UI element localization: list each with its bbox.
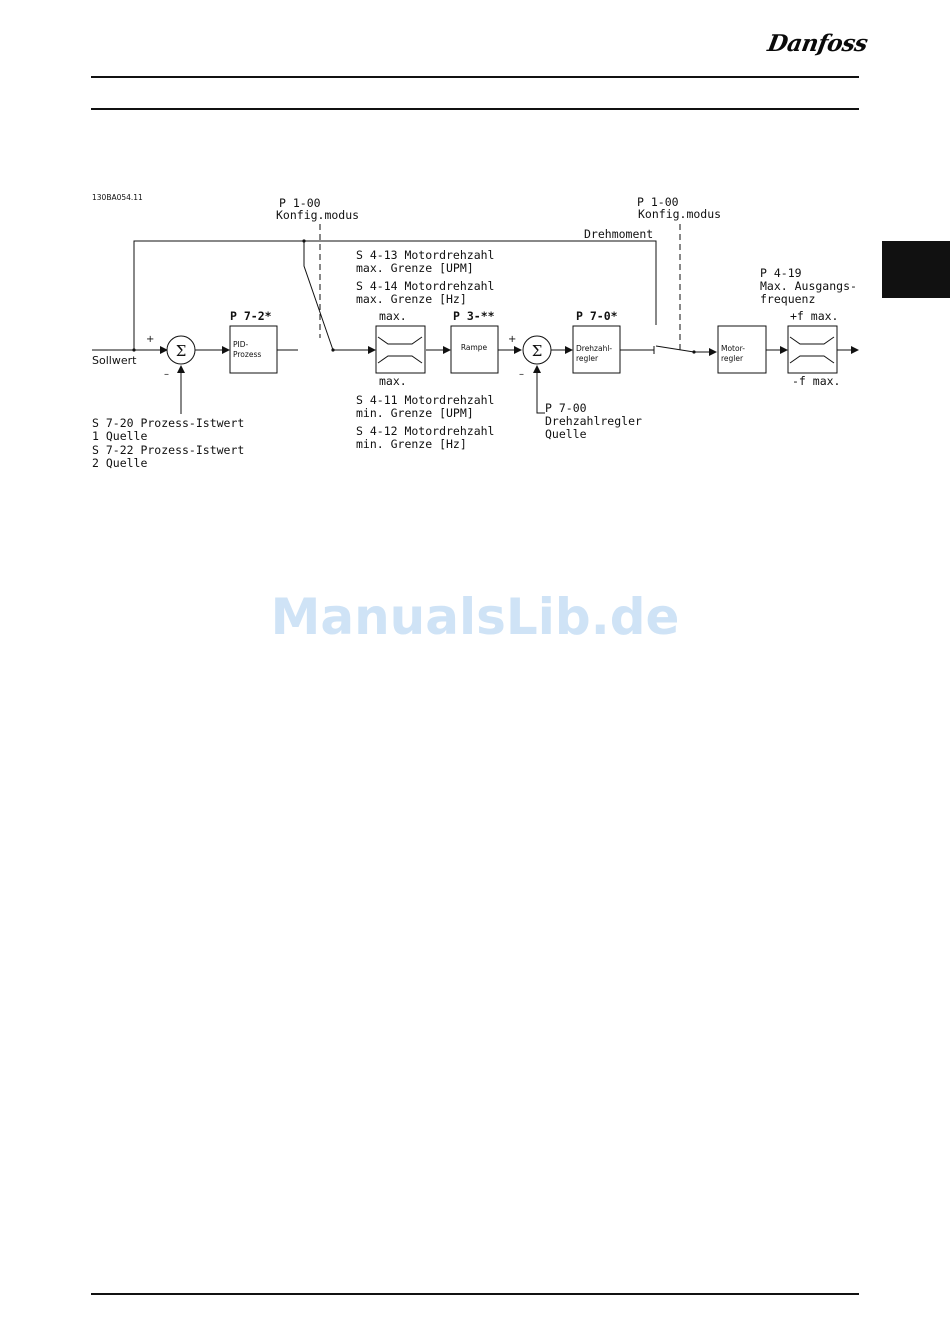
freq-max-top: +f max. [790,309,838,323]
header-rule-bottom [91,108,859,110]
ramp-block: Rampe P 3-** [450,309,499,374]
svg-text:P 1-00: P 1-00 [279,196,321,210]
plus-sign-1: + [146,334,154,345]
minus-sign-1: – [164,369,169,380]
svg-text:frequenz: frequenz [760,292,815,306]
frequency-limit-block: +f max. -f max. [787,309,840,388]
max-limit-params: S 4-13 Motordrehzahl max. Grenze [UPM] S… [356,248,494,306]
speed-ctrl-param: P 7-0* [576,309,618,323]
svg-text:Konfig.modus: Konfig.modus [638,207,721,221]
svg-text:Prozess: Prozess [233,350,261,359]
process-feedback-params: S 7-20 Prozess-Istwert 1 Quelle S 7-22 P… [92,416,244,470]
freq-max-bottom: -f max. [792,374,840,388]
svg-text:P 4-19: P 4-19 [760,266,802,280]
svg-text:Drehzahlregler: Drehzahlregler [545,414,642,428]
speed-limit-block: max. max. [375,309,426,388]
pid-param: P 7-2* [230,309,272,323]
svg-text:S 7-20 Prozess-Istwert: S 7-20 Prozess-Istwert [92,416,244,430]
config-mode-label-1: P 1-00 Konfig.modus [276,196,359,222]
setpoint-label: Sollwert [92,354,137,367]
config-mode-dashes [319,224,681,350]
svg-text:Max. Ausgangs-: Max. Ausgangs- [760,279,857,293]
svg-text:S 4-13 Motordrehzahl: S 4-13 Motordrehzahl [356,248,494,262]
torque-label: Drehmoment [584,227,653,241]
footer-rule [91,1293,859,1295]
min-limit-params: S 4-11 Motordrehzahl min. Grenze [UPM] S… [356,393,494,451]
chapter-tab-marker [882,241,950,298]
junction-dots [132,239,696,354]
motor-controller-block: Motor- regler [717,325,767,374]
svg-text:S 4-12 Motordrehzahl: S 4-12 Motordrehzahl [356,424,494,438]
svg-text:P 1-00: P 1-00 [637,195,679,209]
svg-text:min. Grenze [Hz]: min. Grenze [Hz] [356,437,467,451]
limit-max-top: max. [379,309,407,323]
max-output-frequency-params: P 4-19 Max. Ausgangs- frequenz [760,266,857,306]
signal-wires [92,240,859,414]
svg-text:Drehzahl-: Drehzahl- [576,344,612,353]
pid-process-block: PID- Prozess P 7-2* [229,309,278,374]
svg-text:1 Quelle: 1 Quelle [92,429,147,443]
summing-junction-2: Σ + – [508,334,552,380]
svg-text:Quelle: Quelle [545,427,587,441]
svg-text:S 4-14 Motordrehzahl: S 4-14 Motordrehzahl [356,279,494,293]
svg-text:2 Quelle: 2 Quelle [92,456,147,470]
header-rule-top [91,76,859,78]
svg-text:max. Grenze [Hz]: max. Grenze [Hz] [356,292,467,306]
svg-text:S 7-22 Prozess-Istwert: S 7-22 Prozess-Istwert [92,443,244,457]
svg-text:S 4-11 Motordrehzahl: S 4-11 Motordrehzahl [356,393,494,407]
svg-text:130BA054.11: 130BA054.11 [92,193,143,202]
svg-text:regler: regler [721,354,744,363]
plus-sign-2: + [508,334,516,345]
svg-text:regler: regler [576,354,599,363]
svg-text:max. Grenze [UPM]: max. Grenze [UPM] [356,261,474,275]
svg-text:Σ: Σ [532,342,543,360]
figure-id: 130BA054.11 [92,193,143,202]
watermark: ManualsLib.de [270,588,680,646]
svg-text:Konfig.modus: Konfig.modus [276,208,359,222]
limit-max-bottom: max. [379,374,407,388]
summing-junction-1: Σ + – [146,334,196,380]
speed-controller-block: Drehzahl- regler P 7-0* [572,309,621,374]
svg-text:min. Grenze [UPM]: min. Grenze [UPM] [356,406,474,420]
svg-text:Motor-: Motor- [721,344,745,353]
svg-text:P 7-00: P 7-00 [545,401,587,415]
ramp-param: P 3-** [453,309,495,323]
svg-text:Rampe: Rampe [461,343,488,352]
svg-text:Σ: Σ [176,342,187,360]
config-mode-label-2: P 1-00 Konfig.modus [637,195,721,221]
speed-feedback-params: P 7-00 Drehzahlregler Quelle [545,401,642,441]
torque-bypass-line [133,240,657,350]
svg-text:PID-: PID- [233,340,249,349]
minus-sign-2: – [519,369,524,380]
